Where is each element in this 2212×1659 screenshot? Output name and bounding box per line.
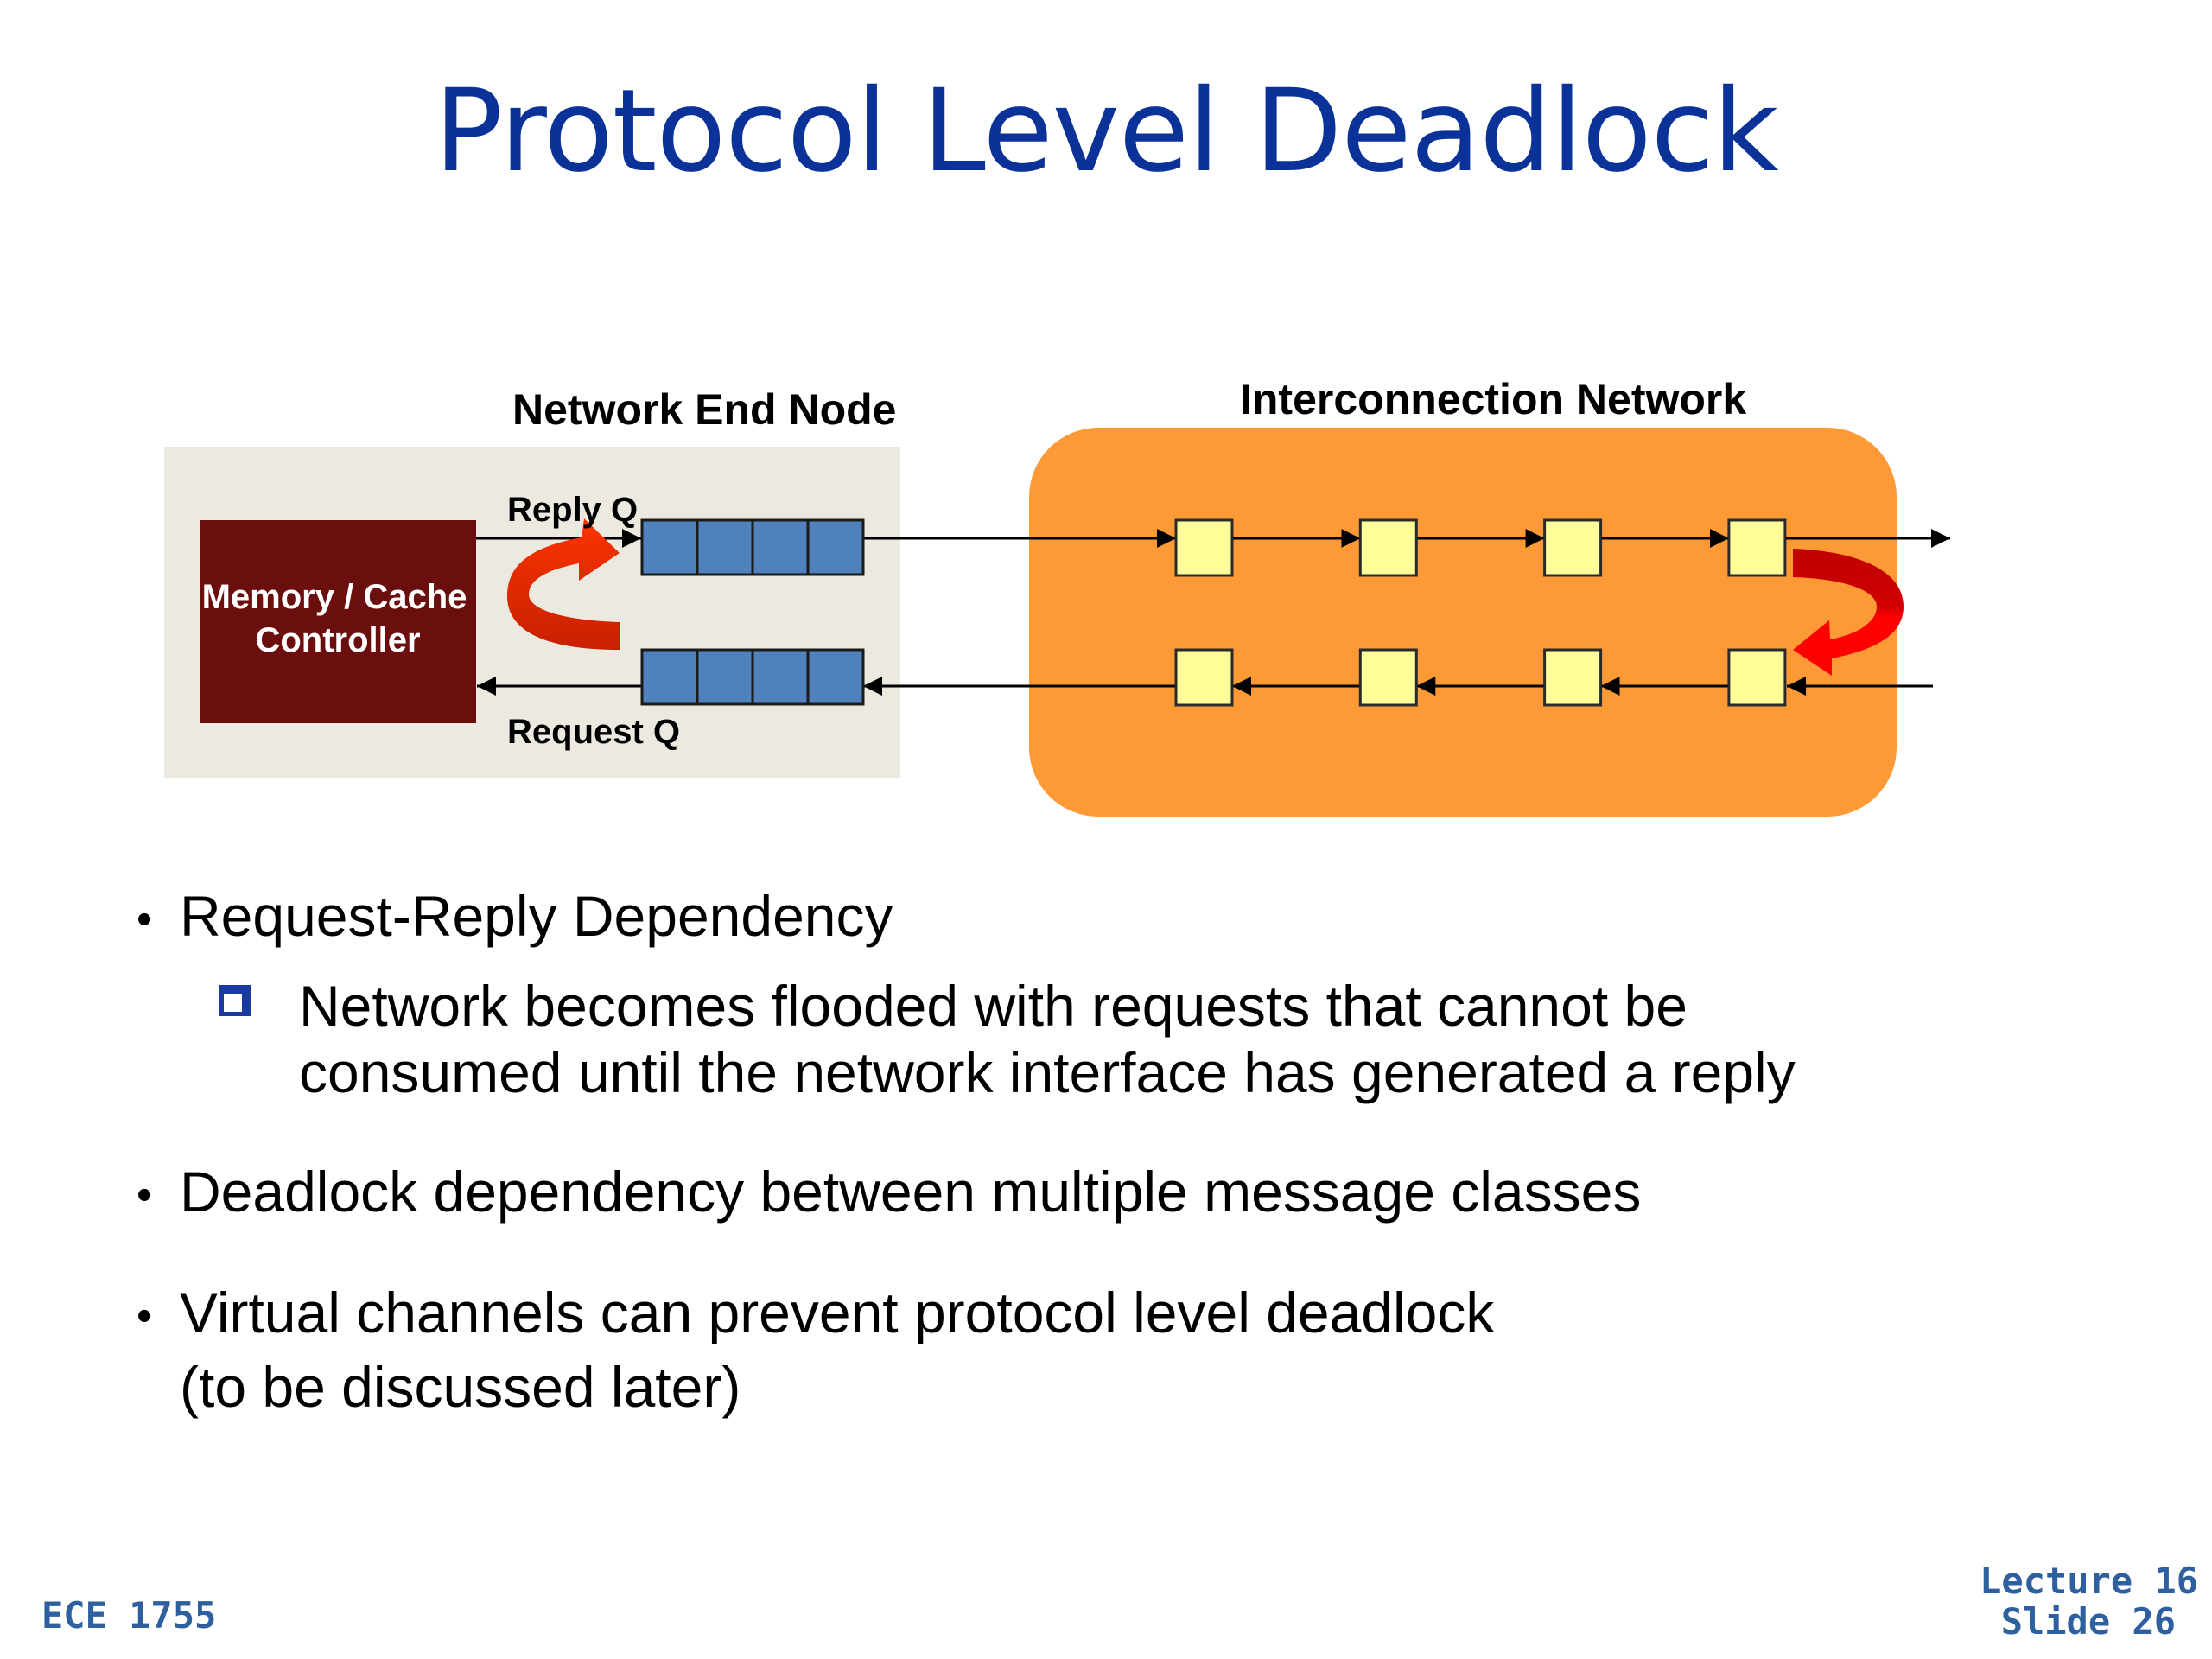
bullet-2: Deadlock dependency between multiple mes…: [180, 1160, 1642, 1224]
sub-bullet-1-line-1: Network becomes flooded with requests th…: [299, 974, 1688, 1038]
reply-queue-cell: [751, 518, 810, 576]
request-queue-cell: [696, 648, 754, 706]
bullet-dot-3: •: [137, 1291, 153, 1341]
router-outbound-4: [1727, 518, 1787, 577]
sub-bullet-1-line-2: consumed until the network interface has…: [299, 1040, 1796, 1104]
interconnection-network-box: [1029, 428, 1897, 817]
reply-queue-cell: [806, 518, 865, 576]
request-queue-cell: [640, 648, 699, 706]
box-bullet-icon: [219, 985, 251, 1016]
footer-course: ECE 1755: [41, 1594, 217, 1637]
router-outbound-2: [1358, 518, 1418, 577]
bullet-3-line-2: (to be discussed later): [180, 1355, 741, 1419]
bullet-dot-2: •: [137, 1170, 153, 1220]
end-node-label: Network End Node: [512, 385, 897, 434]
reply-queue-cell: [640, 518, 699, 576]
controller-label-line2: Controller: [255, 621, 421, 659]
request-queue-label: Request Q: [507, 713, 681, 751]
bullet-dot-1: •: [137, 894, 153, 944]
request-queue: [640, 648, 865, 706]
router-outbound-1: [1174, 518, 1234, 577]
request-queue-cell: [806, 648, 865, 706]
router-inbound-2: [1358, 648, 1418, 707]
network-dependency-arrow-icon: [1793, 549, 1904, 676]
network-label: Interconnection Network: [1240, 375, 1747, 423]
request-queue-cell: [751, 648, 810, 706]
router-outbound-3: [1543, 518, 1603, 577]
router-inbound-1: [1174, 648, 1234, 707]
slide-title: Protocol Level Deadlock: [434, 65, 1778, 198]
reply-queue: [640, 518, 865, 576]
controller-label: Memory / Cache Controller: [191, 575, 485, 662]
reply-queue-label: Reply Q: [507, 491, 639, 529]
end-node-dependency-arrow-icon: [507, 518, 620, 650]
bullet-1: Request-Reply Dependency: [180, 884, 893, 948]
router-inbound-4: [1727, 648, 1787, 707]
reply-queue-cell: [696, 518, 754, 576]
memory-cache-controller: [200, 520, 476, 723]
footer-slide: Slide 26: [2000, 1600, 2176, 1643]
router-inbound-3: [1543, 648, 1603, 707]
protocol-deadlock-diagram: [164, 428, 1950, 817]
footer-lecture: Lecture 16: [1980, 1560, 2198, 1602]
bullet-3-line-1: Virtual channels can prevent protocol le…: [180, 1281, 1495, 1344]
controller-label-line1: Memory / Cache: [201, 578, 467, 616]
